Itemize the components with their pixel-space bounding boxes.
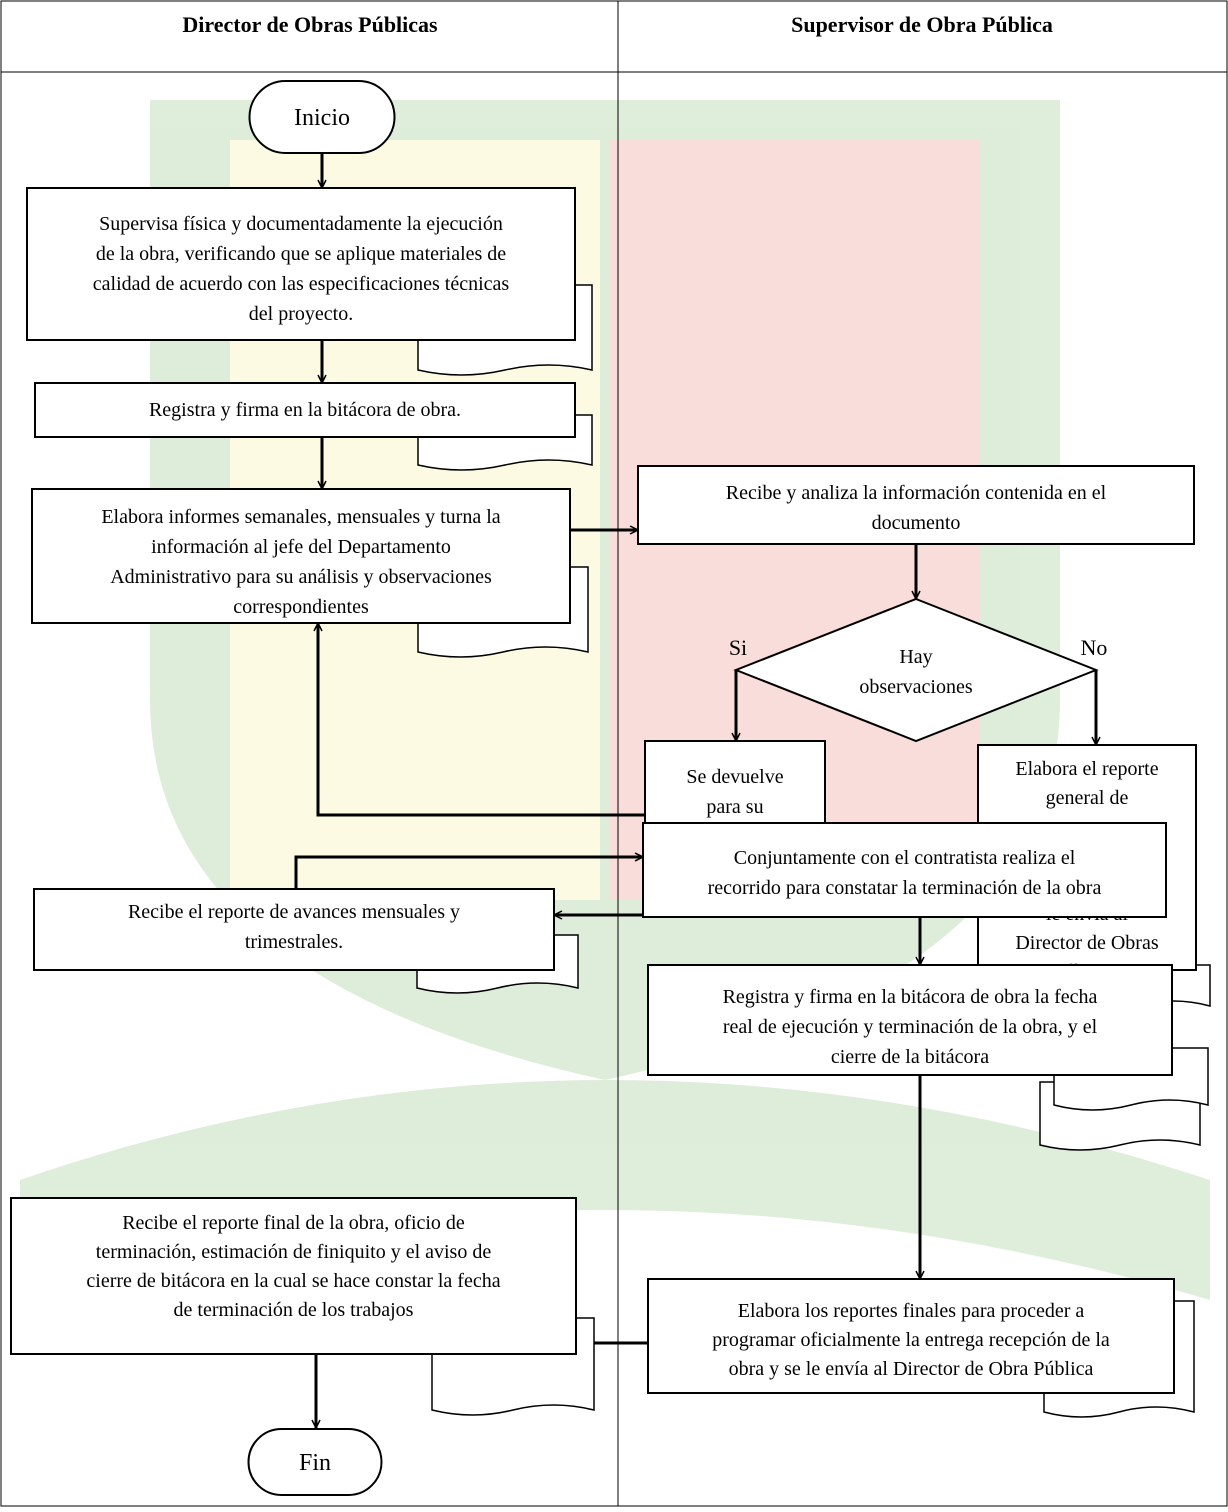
process-text-line: Conjuntamente con el contratista realiza… [734, 847, 1076, 869]
watermark-ribbon [20, 1080, 1210, 1300]
process-text-line: Supervisa física y documentadamente la e… [99, 213, 503, 235]
process-text-line: Registra y firma en la bitácora de obra … [723, 986, 1098, 1008]
process-text-line: Administrativo para su análisis y observ… [110, 566, 492, 588]
lane-header-director: Director de Obras Públicas [182, 12, 438, 37]
process-rect [10, 1197, 577, 1355]
process-box-10: Recibe el reporte final de la obra, ofic… [10, 1197, 595, 1416]
process-text-line: real de ejecución y terminación de la ob… [723, 1016, 1098, 1038]
process-text-line: recorrido para constatar la terminación … [708, 877, 1102, 899]
process-text-line: terminación, estimación de finiquito y e… [96, 1241, 492, 1263]
start-terminator-label: Inicio [294, 105, 350, 131]
decision-yes-label: Si [729, 635, 747, 660]
process-text-line: Se devuelve [686, 766, 783, 788]
process-text-line: Director de Obras [1015, 932, 1158, 954]
process-text-line: Elabora los reportes finales para proced… [738, 1300, 1085, 1322]
process-text-line: Elabora informes semanales, mensuales y … [101, 506, 500, 528]
start-terminator-shape [248, 80, 396, 154]
process-text-line: obra y se le envía al Director de Obra P… [729, 1358, 1094, 1380]
end-terminator: Fin [247, 1428, 383, 1496]
end-terminator-label: Fin [299, 1450, 331, 1476]
process-box-11: Elabora los reportes finales para proced… [647, 1278, 1195, 1418]
end-terminator-shape [247, 1428, 383, 1496]
process-text-line: de terminación de los trabajos [174, 1299, 414, 1321]
process-text-line: calidad de acuerdo con las especificacio… [93, 273, 510, 295]
process-text-line: Recibe y analiza la información contenid… [726, 482, 1107, 504]
decision-text-line: observaciones [859, 676, 973, 698]
decision-diamond: Hay observaciones Si No [729, 597, 1108, 743]
process-rect [647, 964, 1173, 1076]
process-text-line: Registra y firma en la bitácora de obra. [149, 399, 461, 421]
process-rect [642, 822, 1167, 918]
process-box-8: Conjuntamente con el contratista realiza… [642, 822, 1201, 1151]
process-box-3: Elabora informes semanales, mensuales y … [31, 488, 589, 658]
process-text-line: cierre de bitácora en la cual se hace co… [86, 1270, 500, 1292]
process-box-2: Registra y firma en la bitácora de obra. [34, 382, 593, 471]
process-text-line: programar oficialmente la entrega recepc… [712, 1329, 1110, 1351]
process-text-line: general de [1046, 787, 1129, 809]
process-text-line: documento [872, 512, 961, 534]
decision-shape [733, 597, 1099, 743]
process-box-7: Recibe el reporte de avances mensuales y… [33, 888, 579, 994]
process-rect [33, 888, 555, 971]
process-text-line: para su [706, 796, 763, 818]
process-box-9: Registra y firma en la bitácora de obra … [647, 964, 1209, 1111]
process-text-line: Elabora el reporte [1015, 758, 1158, 780]
process-text-line: Recibe el reporte de avances mensuales y [128, 901, 460, 923]
process-rect [31, 488, 571, 624]
process-text-line: cierre de la bitácora [831, 1046, 989, 1068]
process-text-line: Recibe el reporte final de la obra, ofic… [122, 1212, 465, 1234]
process-rect [26, 187, 576, 341]
process-text-line: información al jefe del Departamento [151, 536, 451, 558]
process-box-4: Recibe y analiza la información contenid… [637, 465, 1195, 545]
process-text-line: trimestrales. [245, 931, 343, 953]
process-text-line: de la obra, verificando que se aplique m… [96, 243, 506, 265]
process-rect [637, 465, 1195, 545]
lane-header-supervisor: Supervisor de Obra Pública [791, 12, 1053, 37]
arrow-return-for-correction [318, 623, 645, 817]
decision-text-line: Hay [899, 646, 932, 668]
process-text-line: correspondientes [233, 596, 369, 618]
decision-no-label: No [1081, 635, 1108, 660]
start-terminator: Inicio [248, 80, 396, 154]
process-rect [647, 1278, 1175, 1394]
process-text-line: del proyecto. [249, 303, 353, 325]
process-rect [34, 382, 576, 438]
process-box-1: Supervisa física y documentadamente la e… [26, 187, 593, 376]
